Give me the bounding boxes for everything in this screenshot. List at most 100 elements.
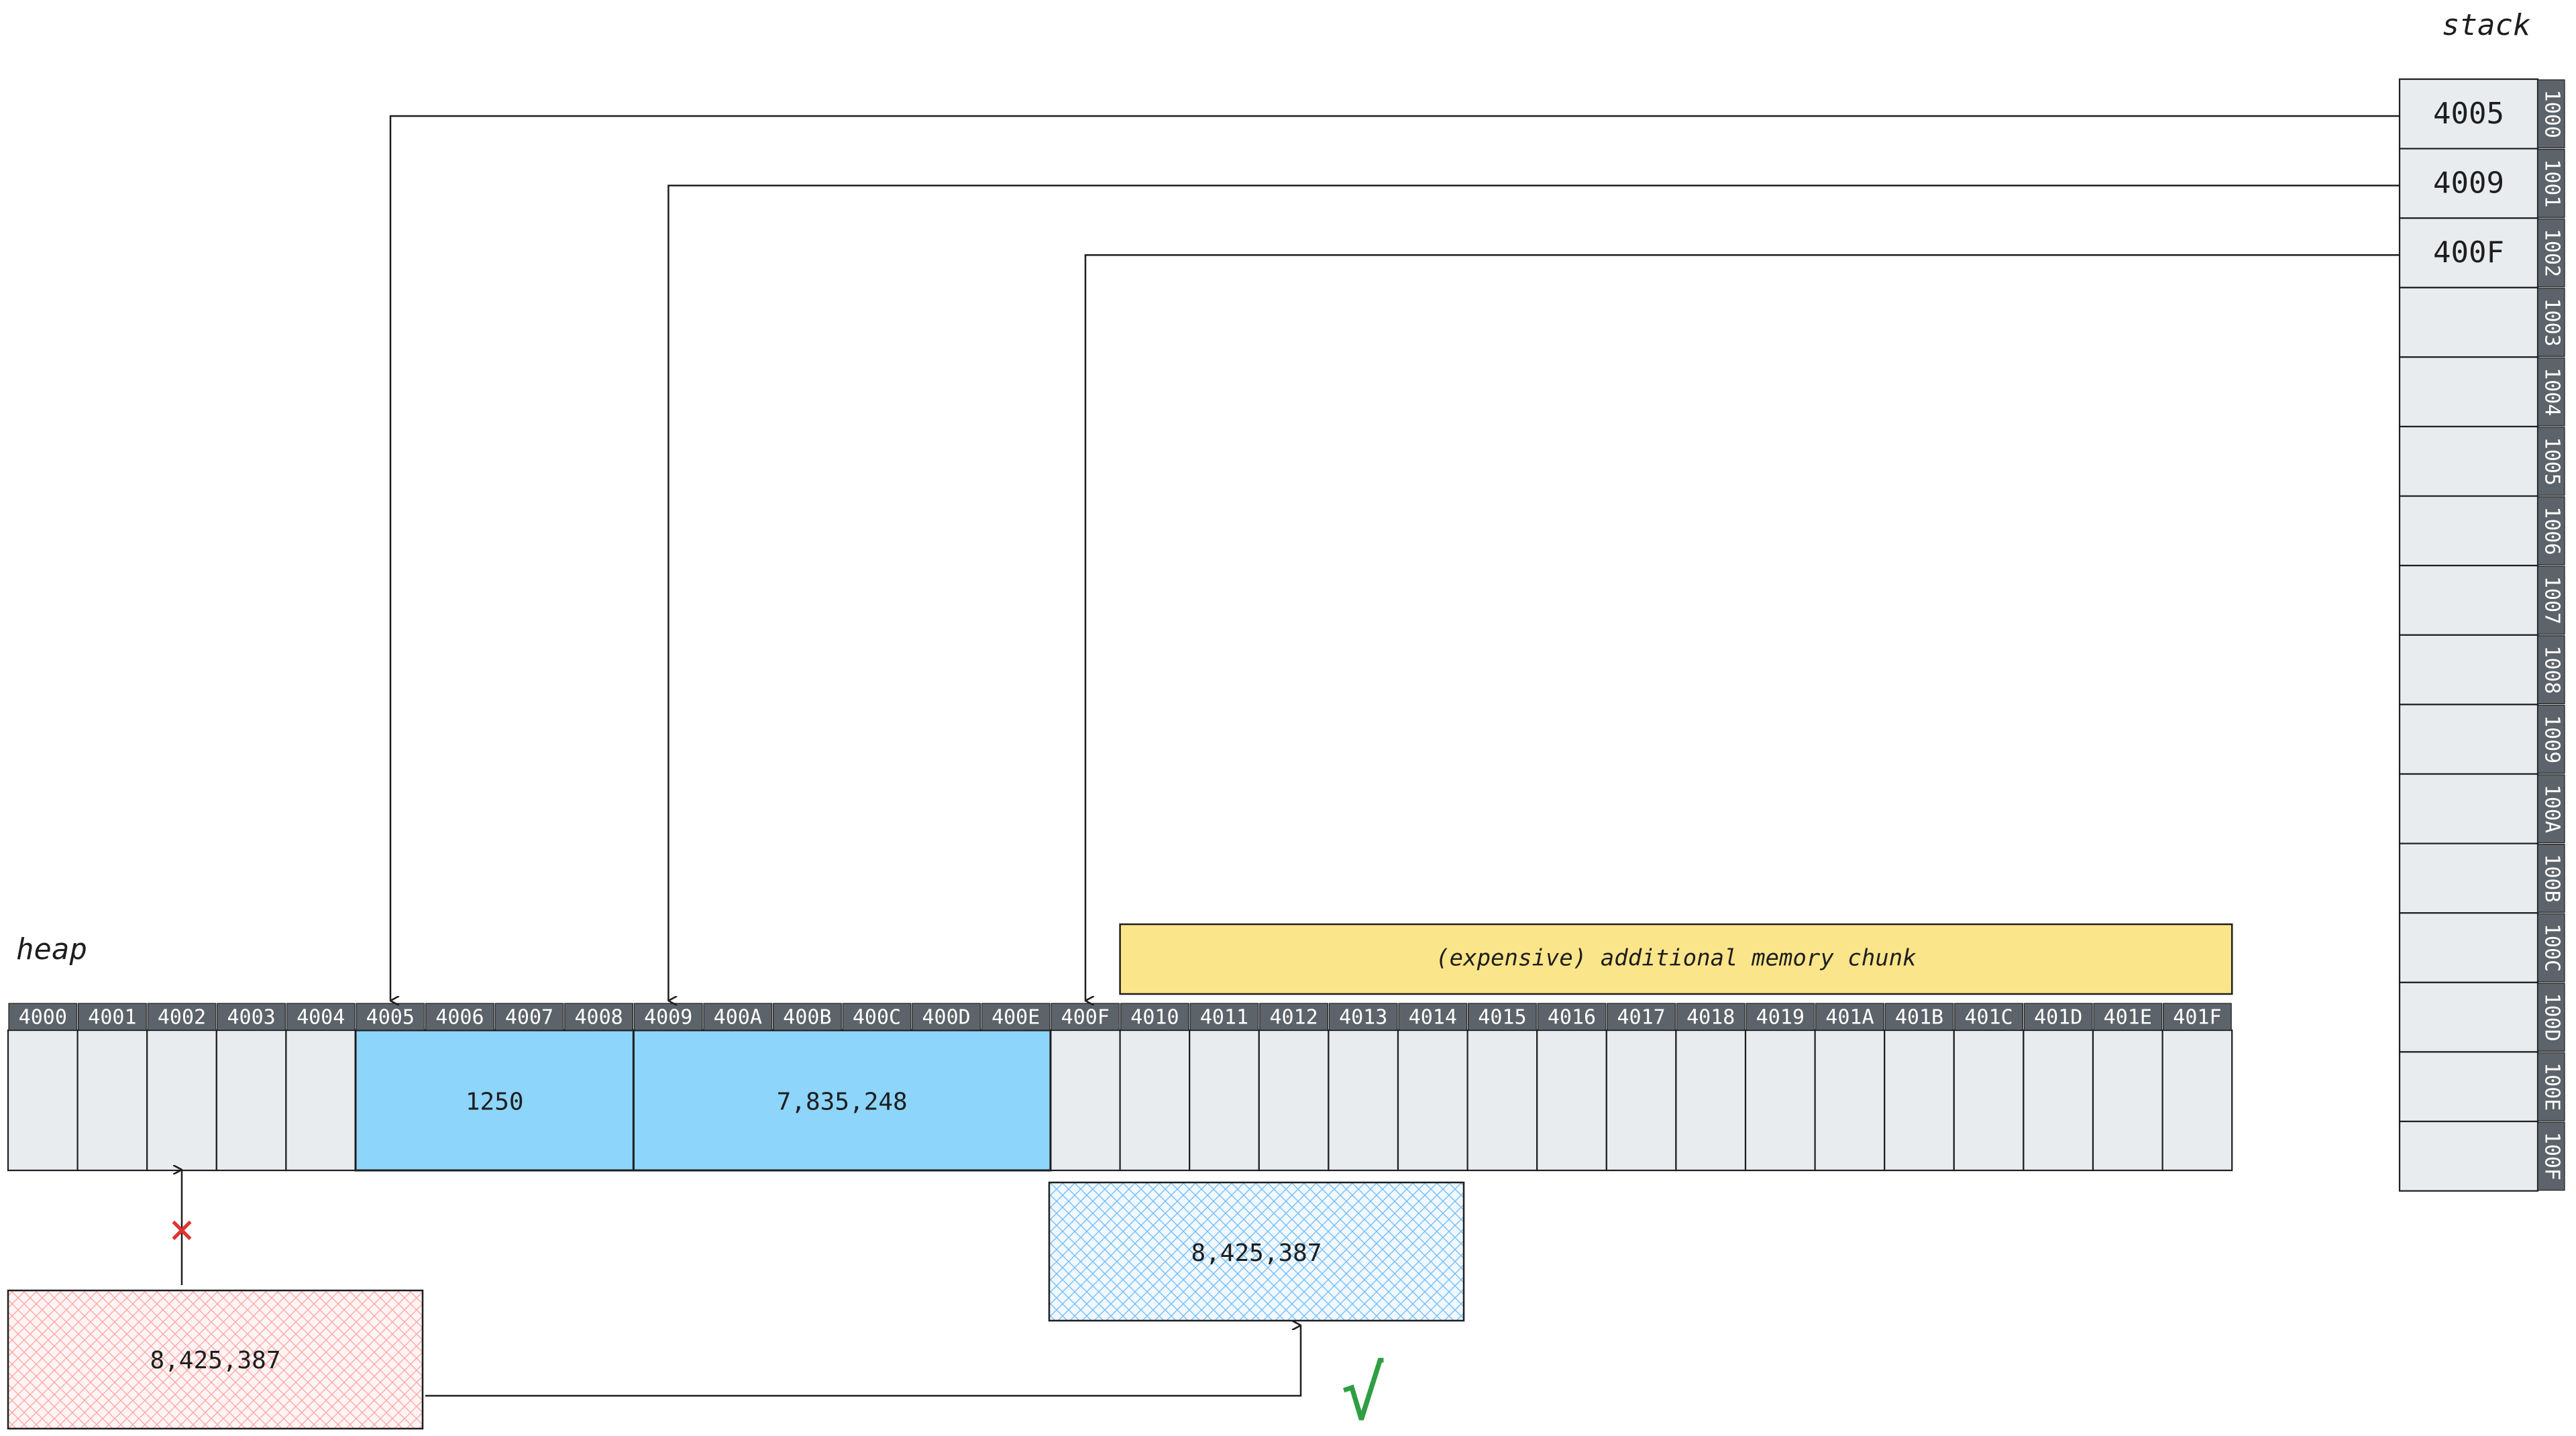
heap-address-tag: [2023, 1003, 2093, 1031]
stack-title: stack: [2442, 8, 2530, 42]
stack-cell-1009: [2398, 704, 2539, 775]
accepted-value-box: [1048, 1181, 1465, 1322]
heap-cell-401d: [2023, 1029, 2094, 1172]
heap-cell-401b: [1884, 1029, 1955, 1172]
heap-address-tag: [1189, 1003, 1259, 1031]
heap-cell-4002: [146, 1029, 217, 1172]
heap-address-label: 4003: [227, 1006, 275, 1030]
heap-cell-401f: [2161, 1029, 2233, 1172]
stack-address-tag: [2537, 218, 2565, 288]
heap-address-tag: [1676, 1003, 1746, 1031]
stack-address-tag: [2537, 149, 2565, 218]
rejected-value-text: 8,425,387: [150, 1347, 280, 1374]
heap-address-label: 4010: [1130, 1006, 1179, 1030]
heap-cell-4013: [1328, 1029, 1399, 1172]
heap-address-label: 401F: [2173, 1006, 2221, 1030]
heap-address-label: 4011: [1200, 1006, 1248, 1030]
heap-address-label: 400F: [1061, 1006, 1110, 1030]
heap-address-label: 401D: [2034, 1006, 2082, 1030]
stack-address-tag: [2537, 357, 2565, 427]
heap-cell-4018: [1675, 1029, 1747, 1172]
pointer-arrow: [389, 115, 2400, 1001]
heap-cell-4003: [215, 1029, 287, 1172]
stack-cell-1001: [2398, 148, 2539, 219]
heap-address-tag: [2093, 1003, 2163, 1031]
stack-value: 4005: [2433, 97, 2504, 131]
stack-cell-100b: [2398, 842, 2539, 914]
heap-address-label: 401E: [2104, 1006, 2152, 1030]
heap-address-tag: [703, 1003, 773, 1031]
stack-cell-100a: [2398, 773, 2539, 844]
stack-cell-1003: [2398, 286, 2539, 358]
heap-address-tag: [1954, 1003, 2024, 1031]
heap-address-tag: [1607, 1003, 1676, 1031]
heap-address-label: 4018: [1686, 1006, 1735, 1030]
stack-cell-100d: [2398, 981, 2539, 1053]
stack-address-tag: [2537, 427, 2565, 496]
heap-address-label: 4019: [1756, 1006, 1805, 1030]
heap-address-tag: [1120, 1003, 1189, 1031]
stack-address-label: 1004: [2540, 368, 2564, 416]
heap-block-value: 7,835,248: [777, 1089, 908, 1116]
heap-address-label: 4000: [19, 1006, 67, 1030]
stack-cell-1005: [2398, 425, 2539, 497]
heap-address-label: 4014: [1409, 1006, 1457, 1030]
accepted-allocation: 8,425,387 √: [425, 1181, 1465, 1436]
heap-cell-400f: [1049, 1029, 1121, 1172]
rejected-value-box: [7, 1289, 424, 1430]
stack-address-label: 1009: [2540, 715, 2564, 763]
heap-address-tag: [147, 1003, 217, 1031]
heap-address-tag: [8, 1003, 78, 1031]
heap-cell-4001: [76, 1029, 148, 1172]
stack-address-tag: [2537, 635, 2565, 704]
stack-address-label: 100D: [2540, 993, 2564, 1041]
heap-address-tag: [1398, 1003, 1468, 1031]
heap-address-label: 401C: [1964, 1006, 2012, 1030]
heap-address-label: 401A: [1825, 1006, 1874, 1030]
additional-memory-chunk-box: [1119, 923, 2233, 995]
heap-address-label: 4002: [158, 1006, 206, 1030]
check-mark: √: [1341, 1350, 1385, 1436]
heap-cell-4019: [1744, 1029, 1816, 1172]
heap-address-tag: [217, 1003, 286, 1031]
additional-memory-chunk: (expensive) additional memory chunk: [1119, 923, 2233, 995]
pointer-arrow: [1084, 254, 2400, 1001]
heap-cell-4016: [1536, 1029, 1607, 1172]
stack-cell-100e: [2398, 1051, 2539, 1123]
heap-address-label: 4012: [1269, 1006, 1318, 1030]
heap-cell-4000: [7, 1029, 78, 1172]
heap-cell-4011: [1189, 1029, 1260, 1172]
heap-address-label: 4015: [1478, 1006, 1526, 1030]
stack-address-tag: [2537, 774, 2565, 844]
heap-address-tag: [1537, 1003, 1607, 1031]
heap-address-label: 4005: [366, 1006, 415, 1030]
stack-address-label: 1000: [2540, 90, 2564, 138]
stack-address-label: 1002: [2540, 229, 2564, 277]
stack-address-label: 100F: [2540, 1132, 2564, 1180]
heap-address-label: 400B: [783, 1006, 831, 1030]
heap-cell-401a: [1814, 1029, 1886, 1172]
stack-address-tag: [2537, 288, 2565, 357]
heap-address-tag: [494, 1003, 564, 1031]
stack-value: 4009: [2433, 166, 2504, 200]
heap-address-tag: [772, 1003, 842, 1031]
stack-cell-1006: [2398, 495, 2539, 567]
pointer-arrows: [389, 115, 2400, 1001]
stack-value: 400F: [2433, 235, 2504, 270]
heap-address-label: 401B: [1895, 1006, 1943, 1030]
heap-address-tag: [1468, 1003, 1537, 1031]
move-arrow: [425, 1325, 1302, 1397]
stack-address-label: 1006: [2540, 506, 2564, 555]
cross-mark: ×: [169, 1205, 195, 1255]
heap-block-value: 1250: [466, 1089, 524, 1116]
heap-address-tag: [912, 1003, 981, 1031]
heap-address-label: 4009: [644, 1006, 692, 1030]
heap-address-tag: [564, 1003, 633, 1031]
stack-address-label: 100C: [2540, 924, 2564, 972]
heap-address-label: 400D: [922, 1006, 970, 1030]
heap-address-tag: [356, 1003, 425, 1031]
stack-address-tag: [2537, 79, 2565, 149]
heap-address-label: 4008: [574, 1006, 623, 1030]
